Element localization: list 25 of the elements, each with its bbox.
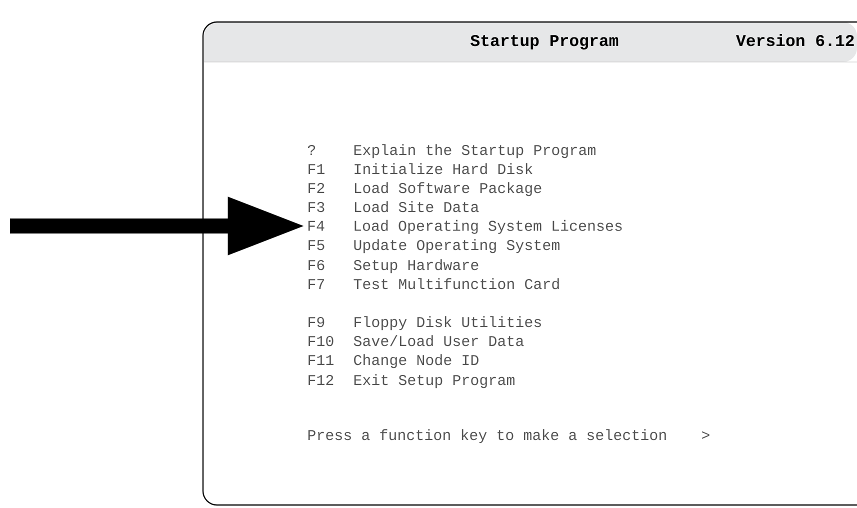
prompt-symbol: >: [702, 431, 710, 439]
function-key: F10: [308, 336, 334, 346]
prompt-text: Press a function key to make a selection: [308, 429, 666, 444]
function-key: F2: [308, 182, 324, 193]
function-key: F5: [308, 240, 324, 250]
function-key: F3: [308, 202, 324, 212]
menu-item: F4 Load Operating System Licenses: [308, 220, 622, 234]
menu-text: Explain the Startup Program: [354, 144, 596, 158]
menu-text: Update Operating System: [354, 239, 560, 254]
function-key: ?: [308, 144, 316, 155]
function-key: F11: [308, 355, 334, 365]
function-key: F9: [308, 316, 324, 328]
function-key: F1: [308, 164, 324, 174]
function-key: F6: [308, 260, 324, 270]
menu-text: Setup Hardware: [354, 259, 478, 274]
menu-text: Test Multifunction Card: [354, 278, 559, 290]
function-key: F12: [308, 374, 334, 385]
menu-text: Load Software Package: [354, 182, 542, 196]
menu-text: Initialize Hard Disk: [354, 163, 532, 174]
menu-text: Floppy Disk Utilities: [354, 316, 541, 330]
menu-text: Save/Load User Data: [354, 335, 524, 346]
menu-text: Exit Setup Program: [354, 374, 514, 388]
menu-text: Change Node ID: [354, 354, 478, 368]
menu-text: Load Site Data: [354, 201, 479, 212]
function-key: F7: [308, 279, 324, 289]
